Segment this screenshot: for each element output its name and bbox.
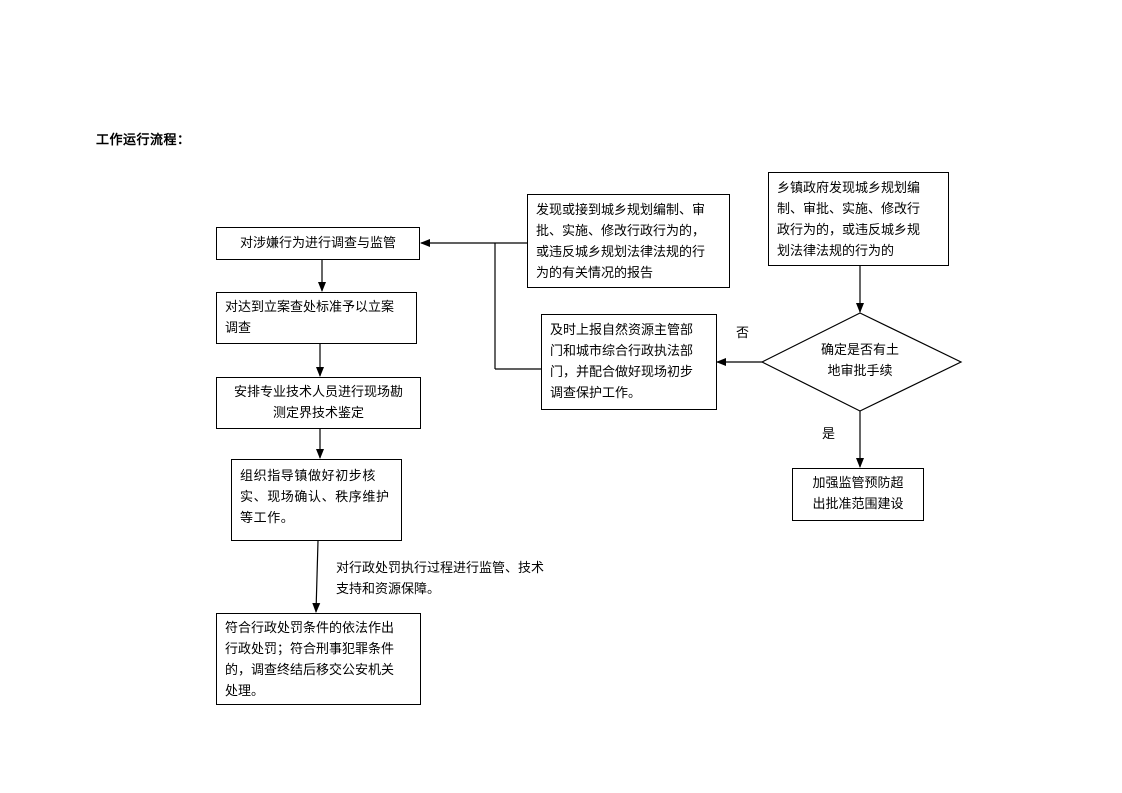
node-penalty-decision: 符合行政处罚条件的依法作出 行政处罚；符合刑事犯罪条件 的，调查终结后移交公安机… — [216, 613, 421, 705]
arrow-guidance-to-penalty — [312, 540, 321, 613]
label-supervision-support: 对行政处罚执行过程进行监管、技术 支持和资源保障。 — [336, 561, 545, 597]
node-town-gov-discovery: 乡镇政府发现城乡规划编 制、审批、实施、修改行 政行为的，或违反城乡规 划法律法… — [768, 172, 949, 266]
node-strengthen-supervision: 加强监管预防超 出批准范围建设 — [792, 468, 924, 521]
node-investigate-supervise: 对涉嫌行为进行调查与监管 — [216, 227, 420, 260]
node-timely-report: 及时上报自然资源主管部 门和城市综合行政执法部 门，并配合做好现场初步 调查保护… — [541, 314, 717, 410]
node-file-case: 对达到立案查处标准予以立案 调查 — [216, 292, 417, 344]
page-title: 工作运行流程： — [96, 133, 191, 148]
label-no: 否 — [736, 326, 750, 341]
node-technical-survey: 安排专业技术人员进行现场勘 测定界技术鉴定 — [216, 377, 421, 429]
label-yes: 是 — [822, 427, 836, 442]
node-town-guidance: 组织指导镇做好初步核 实、现场确认、秩序维护 等工作。 — [231, 459, 402, 541]
node-report-received: 发现或接到城乡规划编制、审 批、实施、修改行政行为的， 或违反城乡规划法律法规的… — [527, 194, 730, 288]
node-land-approval-decision: 确定是否有土 地审批手续 — [820, 343, 899, 379]
